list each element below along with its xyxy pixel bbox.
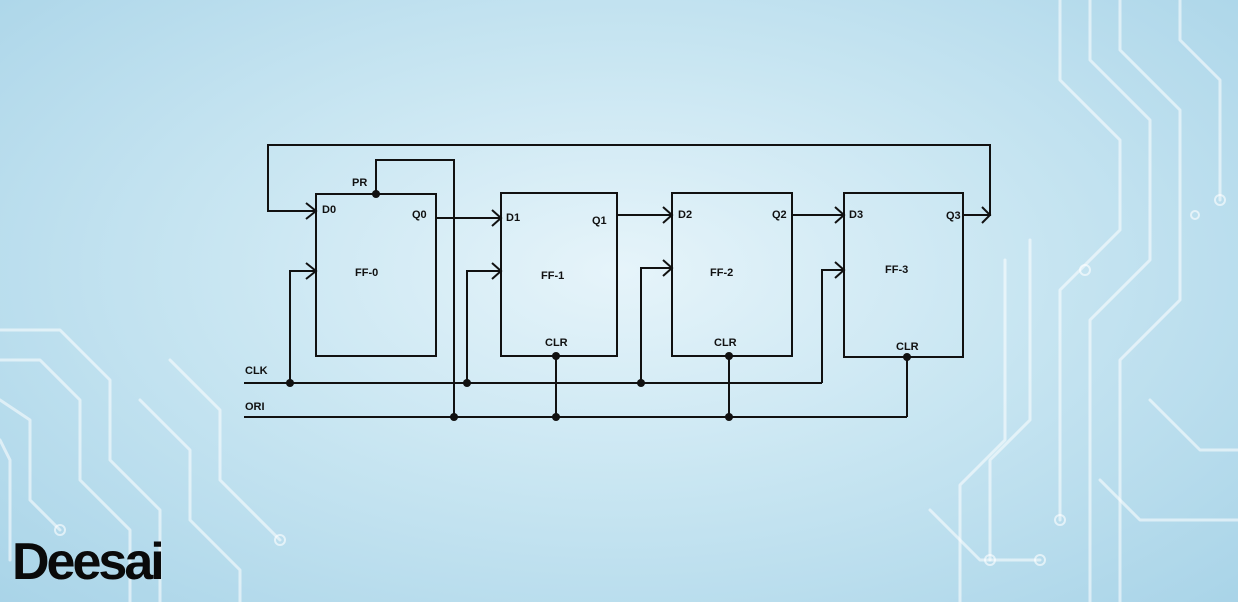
clr-ff3-junction-top: [903, 353, 911, 361]
clk-ff2: [640, 267, 672, 383]
ff0-name-label: FF-0: [355, 267, 378, 279]
ff1-output-label: Q1: [592, 215, 607, 227]
ori-junction-2: [725, 413, 733, 421]
clk-label: CLK: [245, 365, 268, 377]
ff3-control-label: CLR: [896, 341, 919, 353]
clk-junction-0: [286, 379, 294, 387]
clk-ff3: [821, 269, 844, 383]
q3-arrow: [981, 206, 992, 224]
ff2-input-label: D2: [678, 209, 692, 221]
d1-arrow: [491, 209, 503, 227]
deesai-logo: Deesai: [12, 533, 165, 591]
ori-junction-pr: [450, 413, 458, 421]
ori-junction-1: [552, 413, 560, 421]
clk-ff1: [466, 270, 501, 383]
preset-wire: [375, 159, 455, 417]
ff3-input-label: D3: [849, 209, 863, 221]
d2-arrow: [662, 206, 674, 224]
ff1-control-label: CLR: [545, 337, 568, 349]
ff3-name-label: FF-3: [885, 264, 908, 276]
clk-ff2-arrow: [662, 259, 674, 277]
ff2-control-label: CLR: [714, 337, 737, 349]
ff1-input-label: D1: [506, 212, 520, 224]
ff0-output-label: Q0: [412, 209, 427, 221]
feedback-wire-q3-d0: [267, 144, 991, 216]
ff0-input-label: D0: [322, 204, 336, 216]
clr-ff2-junction-top: [725, 352, 733, 360]
ori-label: ORI: [245, 401, 265, 413]
preset-junction: [372, 190, 380, 198]
clr-ff1-junction-top: [552, 352, 560, 360]
clk-ff0-arrow: [305, 262, 318, 280]
clk-ff3-arrow: [834, 261, 846, 279]
ff3-output-label: Q3: [946, 210, 961, 222]
ff2-output-label: Q2: [772, 209, 787, 221]
clk-ff1-arrow: [491, 262, 503, 280]
d0-arrow: [305, 202, 318, 220]
clk-junction-1: [463, 379, 471, 387]
clk-ff0: [289, 270, 316, 383]
ff0-control-label: PR: [352, 177, 367, 189]
ff2-name-label: FF-2: [710, 267, 733, 279]
ff1-name-label: FF-1: [541, 270, 564, 282]
clk-junction-2: [637, 379, 645, 387]
d3-arrow: [834, 206, 846, 224]
